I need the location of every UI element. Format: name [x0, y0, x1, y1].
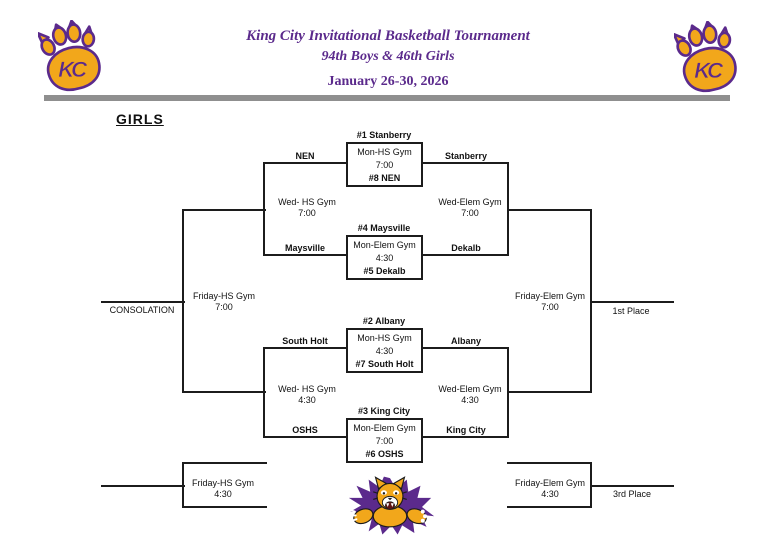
consolation-final-time: 7:00	[215, 302, 233, 312]
winners-semi-top-info: Wed-Elem Gym 7:00	[420, 197, 520, 219]
game4-loser-team-label: OSHS	[292, 425, 318, 435]
game4-bottom-seed: #6 OSHS	[365, 449, 404, 459]
consolation-semi-top-info: Wed- HS Gym 7:00	[257, 197, 357, 219]
consolation-semi-bottom-time: 4:30	[298, 395, 316, 405]
tournament-dates: January 26-30, 2026	[327, 74, 449, 89]
kc-logo-letters: KC	[58, 57, 88, 82]
first-place-result-line	[590, 301, 674, 303]
third-place-game-gym: Friday-Elem Gym	[514, 478, 585, 488]
game3-box: Mon-HS Gym 4:30 #7 South Holt	[346, 328, 423, 373]
game2-time: 4:30	[375, 253, 394, 263]
game1-bottom-seed: #8 NEN	[368, 173, 401, 183]
game2-loser-line	[264, 254, 348, 256]
consolation-final-info: Friday-HS Gym 7:00	[174, 291, 274, 313]
bottom-left-game-info: Friday-HS Gym 4:30	[173, 478, 273, 500]
game1-winner-line	[421, 162, 509, 164]
game4-top-seed: #3 King City	[357, 406, 410, 416]
third-place-game-bottom-line	[507, 506, 592, 508]
game1-winner-team-label: Stanberry	[444, 151, 488, 161]
header-divider	[44, 95, 730, 101]
game3-time: 4:30	[375, 346, 394, 356]
winners-semi-bottom-time: 4:30	[461, 395, 479, 405]
bracket-section-heading: GIRLS	[116, 111, 164, 127]
winners-semi-top-time: 7:00	[461, 208, 479, 218]
game1-loser-team-label: NEN	[295, 151, 315, 161]
consolation-label: CONSOLATION	[109, 305, 175, 315]
consolation-result-line	[101, 301, 185, 303]
game1-box: Mon-HS Gym 7:00 #8 NEN	[346, 142, 423, 187]
bottom-left-game-vertical	[182, 462, 184, 508]
game4-loser-line	[264, 436, 348, 438]
winners-semi-bottom-vertical	[507, 347, 509, 438]
game3-top-seed: #2 Albany	[362, 316, 406, 326]
game1-top-seed: #1 Stanberry	[356, 130, 412, 140]
game3-winner-line	[421, 347, 509, 349]
winners-semi-top-gym: Wed-Elem Gym	[438, 197, 502, 207]
consolation-semi-bottom-join-line	[183, 391, 266, 393]
championship-vertical	[590, 209, 592, 393]
bottom-left-game-gym: Friday-HS Gym	[191, 478, 254, 488]
championship-time: 7:00	[541, 302, 559, 312]
third-place-game-top-line	[507, 462, 592, 464]
kc-logo-letters: KC	[694, 58, 724, 83]
game1-time: 7:00	[375, 160, 394, 170]
game2-gym: Mon-Elem Gym	[353, 240, 416, 250]
game4-gym: Mon-Elem Gym	[353, 423, 416, 433]
game2-loser-team-label: Maysville	[284, 243, 326, 253]
winners-semi-top-vertical	[507, 162, 509, 256]
third-place-result-line	[590, 485, 674, 487]
consolation-final-vertical	[182, 209, 184, 393]
consolation-semi-top-time: 7:00	[298, 208, 316, 218]
kc-paw-logo-icon: KC	[38, 20, 101, 92]
winners-semi-bottom-gym: Wed-Elem Gym	[438, 384, 502, 394]
consolation-semi-top-gym: Wed- HS Gym	[278, 197, 336, 207]
third-place-game-time: 4:30	[541, 489, 559, 499]
bottom-left-game-top-line	[183, 462, 267, 464]
game4-time: 7:00	[375, 436, 394, 446]
consolation-semi-bottom-info: Wed- HS Gym 4:30	[257, 384, 357, 406]
championship-gym: Friday-Elem Gym	[514, 291, 585, 301]
bottom-left-game-time: 4:30	[214, 489, 232, 499]
game3-bottom-seed: #7 South Holt	[355, 359, 414, 369]
game3-winner-team-label: Albany	[450, 336, 481, 346]
game3-loser-team-label: South Holt	[282, 336, 328, 346]
game4-winner-line	[421, 436, 509, 438]
game1-gym: Mon-HS Gym	[357, 147, 412, 157]
game2-winner-line	[421, 254, 509, 256]
kc-paw-logo-icon: KC	[674, 21, 737, 93]
consolation-semi-top-vertical	[263, 162, 265, 256]
game2-winner-team-label: Dekalb	[451, 243, 481, 253]
third-place-label: 3rd Place	[612, 489, 652, 499]
wildcat-mascot-icon	[348, 476, 435, 535]
bottom-left-result-line	[101, 485, 185, 487]
winners-semi-bottom-info: Wed-Elem Gym 4:30	[420, 384, 520, 406]
consolation-semi-bottom-gym: Wed- HS Gym	[278, 384, 336, 394]
third-place-game-info: Friday-Elem Gym 4:30	[500, 478, 600, 500]
consolation-semi-top-join-line	[183, 209, 266, 211]
game4-box: Mon-Elem Gym 7:00 #6 OSHS	[346, 418, 423, 463]
game4-winner-team-label: King City	[446, 425, 486, 435]
first-place-label: 1st Place	[612, 306, 650, 316]
consolation-final-gym: Friday-HS Gym	[192, 291, 255, 301]
third-place-game-vertical	[590, 462, 592, 508]
championship-info: Friday-Elem Gym 7:00	[500, 291, 600, 313]
game3-gym: Mon-HS Gym	[357, 333, 412, 343]
game3-loser-line	[264, 347, 348, 349]
game2-box: Mon-Elem Gym 4:30 #5 Dekalb	[346, 235, 423, 280]
game2-top-seed: #4 Maysville	[357, 223, 411, 233]
page-subtitle: 94th Boys & 46th Girls	[321, 49, 455, 64]
page-title: King City Invitational Basketball Tourna…	[246, 28, 530, 44]
game2-bottom-seed: #5 Dekalb	[363, 266, 406, 276]
winners-semi-top-join-line	[507, 209, 592, 211]
bottom-left-game-bottom-line	[183, 506, 267, 508]
game1-loser-line	[264, 162, 348, 164]
winners-semi-bottom-join-line	[507, 391, 592, 393]
consolation-semi-bottom-vertical	[263, 347, 265, 438]
